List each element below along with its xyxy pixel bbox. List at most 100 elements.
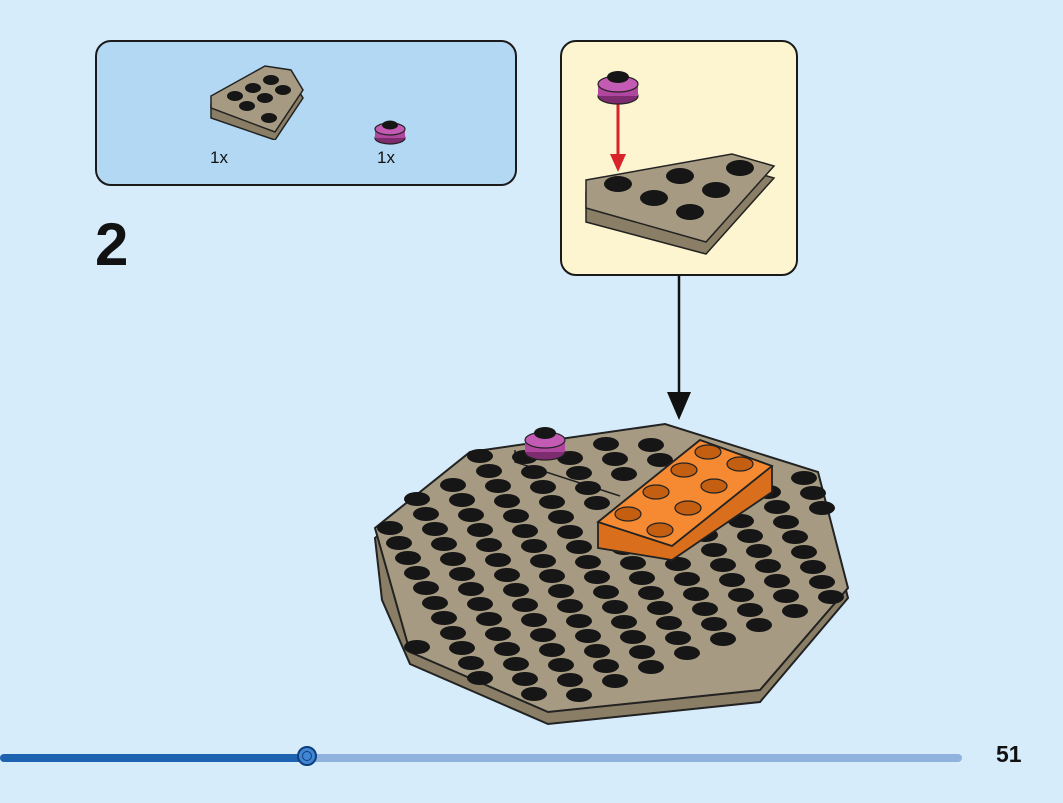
connector-arrow-head — [667, 392, 691, 420]
base-stud — [494, 494, 520, 508]
base-stud — [476, 538, 502, 552]
base-stud — [620, 556, 646, 570]
base-stud — [413, 507, 439, 521]
base-stud — [701, 617, 727, 631]
base-stud — [791, 545, 817, 559]
base-stud — [647, 453, 673, 467]
base-stud — [485, 479, 511, 493]
base-stud — [548, 584, 574, 598]
base-stud — [575, 555, 601, 569]
base-stud — [404, 640, 430, 654]
base-stud — [611, 467, 637, 481]
base-stud — [530, 554, 556, 568]
base-stud — [440, 626, 466, 640]
base-stud — [791, 471, 817, 485]
base-stud — [638, 660, 664, 674]
base-stud — [467, 671, 493, 685]
base-stud — [422, 596, 448, 610]
subassembly-illustration — [585, 71, 776, 255]
base-stud — [602, 674, 628, 688]
base-stud — [503, 657, 529, 671]
base-stud — [782, 604, 808, 618]
base-stud — [584, 570, 610, 584]
base-stud — [566, 466, 592, 480]
base-stud — [575, 629, 601, 643]
base-stud — [539, 569, 565, 583]
base-stud — [575, 481, 601, 495]
base-stud — [737, 603, 763, 617]
base-stud — [503, 583, 529, 597]
base-stud — [566, 540, 592, 554]
base-stud — [593, 437, 619, 451]
base-stud — [728, 588, 754, 602]
base-stud — [692, 602, 718, 616]
base-stud — [620, 630, 646, 644]
main-model-illustration — [373, 276, 850, 726]
base-stud — [377, 521, 403, 535]
base-stud — [818, 590, 844, 604]
base-stud — [557, 673, 583, 687]
base-stud — [521, 465, 547, 479]
base-stud — [413, 581, 439, 595]
base-stud — [485, 553, 511, 567]
base-stud — [449, 567, 475, 581]
base-stud — [602, 452, 628, 466]
round-plate-quantity: 1x — [377, 148, 395, 167]
base-stud — [809, 501, 835, 515]
base-stud — [566, 614, 592, 628]
base-stud — [683, 587, 709, 601]
base-stud — [737, 529, 763, 543]
wedge-plate-quantity: 1x — [210, 148, 228, 167]
base-stud — [521, 613, 547, 627]
base-stud — [674, 572, 700, 586]
step-number: 2 — [95, 211, 129, 278]
base-stud — [710, 632, 736, 646]
base-stud — [467, 597, 493, 611]
page-number: 51 — [996, 741, 1022, 767]
base-stud — [710, 558, 736, 572]
base-stud — [404, 566, 430, 580]
base-stud — [746, 618, 772, 632]
wedge-plate-part-icon — [210, 65, 304, 140]
base-stud — [467, 523, 493, 537]
progress-fill — [0, 754, 308, 762]
base-stud — [440, 552, 466, 566]
base-stud — [611, 615, 637, 629]
base-stud — [449, 641, 475, 655]
base-stud — [665, 631, 691, 645]
parts-list-box: 1x 1x — [95, 40, 517, 186]
base-stud — [647, 601, 673, 615]
base-stud — [629, 645, 655, 659]
base-stud — [458, 582, 484, 596]
base-stud — [449, 493, 475, 507]
base-stud — [530, 480, 556, 494]
base-stud — [800, 560, 826, 574]
base-stud — [476, 612, 502, 626]
base-stud — [503, 509, 529, 523]
base-stud — [701, 543, 727, 557]
base-stud — [458, 508, 484, 522]
base-stud — [566, 688, 592, 702]
base-stud — [521, 539, 547, 553]
base-stud — [431, 537, 457, 551]
base-stud — [638, 438, 664, 452]
base-stud — [746, 544, 772, 558]
base-stud — [809, 575, 835, 589]
base-stud — [521, 687, 547, 701]
base-stud — [593, 585, 619, 599]
base-stud — [584, 644, 610, 658]
base-stud — [386, 536, 412, 550]
base-stud — [674, 646, 700, 660]
base-stud — [638, 586, 664, 600]
base-stud — [512, 598, 538, 612]
base-stud — [548, 658, 574, 672]
base-stud — [800, 486, 826, 500]
base-stud — [404, 492, 430, 506]
progress-knob[interactable] — [296, 746, 317, 766]
round-plate-part-icon — [374, 120, 406, 145]
progress-bar — [0, 746, 962, 766]
base-stud — [395, 551, 421, 565]
base-stud — [755, 559, 781, 573]
base-stud — [773, 515, 799, 529]
base-stud — [602, 600, 628, 614]
